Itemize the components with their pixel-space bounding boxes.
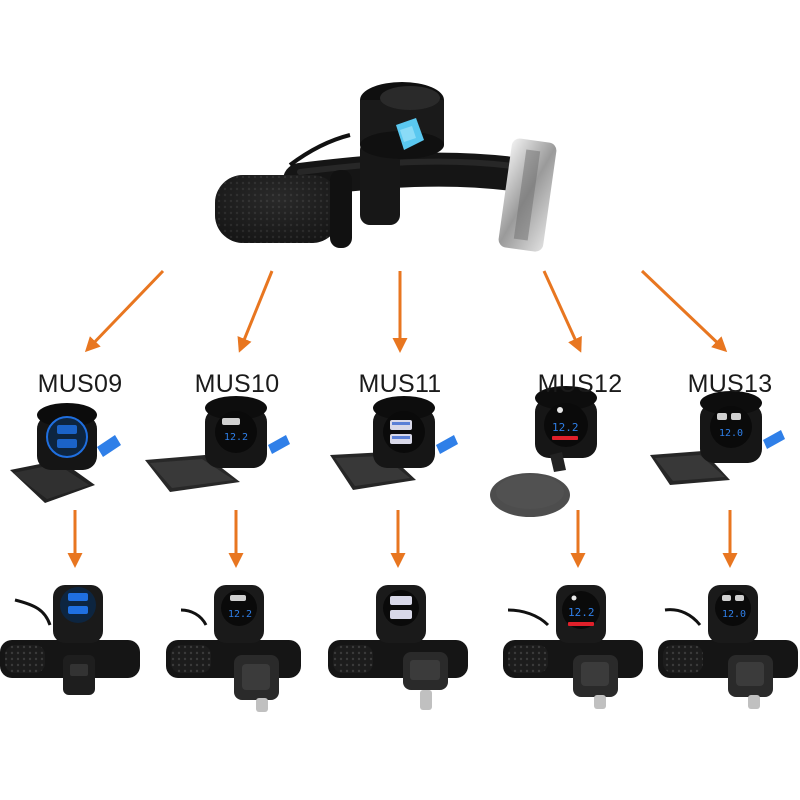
arrow-to-mus09 — [84, 269, 165, 353]
lower-arrows — [67, 510, 738, 568]
model-label-mus13: MUS13 — [687, 370, 773, 398]
mounted-mus11-image — [328, 585, 468, 710]
model-label-mus10: MUS10 — [194, 370, 280, 398]
product-mus09-image — [10, 403, 121, 503]
product-mus11-image — [330, 396, 458, 490]
model-label-mus11: MUS11 — [358, 370, 442, 398]
product-mus10-image: 12.2 — [145, 396, 290, 492]
mounted-mus10-readout: 12.2 — [228, 609, 252, 620]
mounted-mus13-image: 12.0 — [658, 585, 798, 709]
product-mus13-image: 12.0 — [650, 391, 785, 485]
arrow-to-mus10 — [237, 270, 274, 353]
model-label-mus12: MUS12 — [537, 370, 623, 398]
product-mus12-image: 12.2 — [490, 386, 597, 517]
arrow-to-mus12 — [542, 270, 582, 353]
hero-handlebar-image — [215, 82, 557, 252]
mounted-mus13-readout: 12.0 — [722, 609, 746, 620]
arrow-to-mus13 — [640, 269, 728, 353]
mus10-voltmeter-readout: 12.2 — [224, 432, 248, 443]
top-arrows — [84, 269, 728, 353]
mounted-mus12-image: 12.2 — [503, 585, 643, 709]
mus12-voltmeter-readout: 12.2 — [552, 421, 579, 434]
mounted-mus10-image: 12.2 — [166, 585, 301, 712]
mounted-mus09-image — [0, 585, 140, 695]
mus13-voltmeter-readout: 12.0 — [719, 428, 743, 439]
mounted-mus12-readout: 12.2 — [568, 606, 595, 619]
model-label-mus09: MUS09 — [37, 370, 123, 398]
